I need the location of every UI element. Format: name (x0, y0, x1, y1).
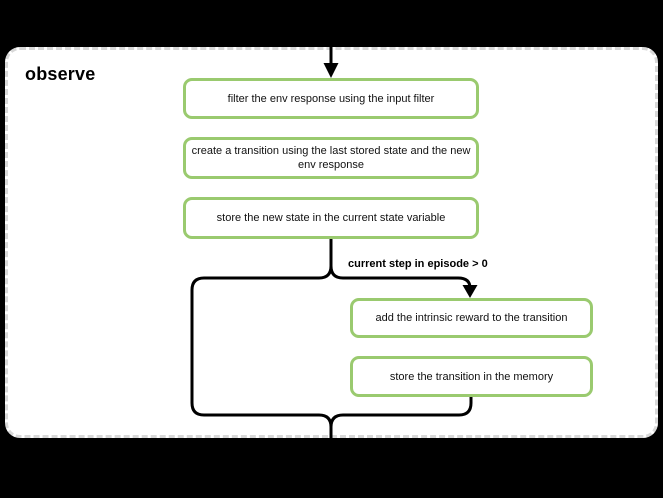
node-label: filter the env response using the input … (227, 92, 435, 105)
node-label: create a transition using the last store… (191, 145, 471, 171)
node-create-transition: create a transition using the last store… (183, 137, 479, 179)
node-store-new-state: store the new state in the current state… (183, 197, 479, 239)
node-label: store the new state in the current state… (216, 212, 446, 224)
node-label: add the intrinsic reward to the transiti… (375, 312, 568, 324)
node-label: store the transition in the memory (389, 370, 554, 383)
node-filter-env-response: filter the env response using the input … (183, 78, 479, 119)
node-store-transition-memory: store the transition in the memory (350, 356, 593, 397)
node-add-intrinsic-reward: add the intrinsic reward to the transiti… (350, 298, 593, 338)
diagram-title: observe (25, 64, 96, 84)
condition-label: current step in episode > 0 (348, 258, 488, 270)
